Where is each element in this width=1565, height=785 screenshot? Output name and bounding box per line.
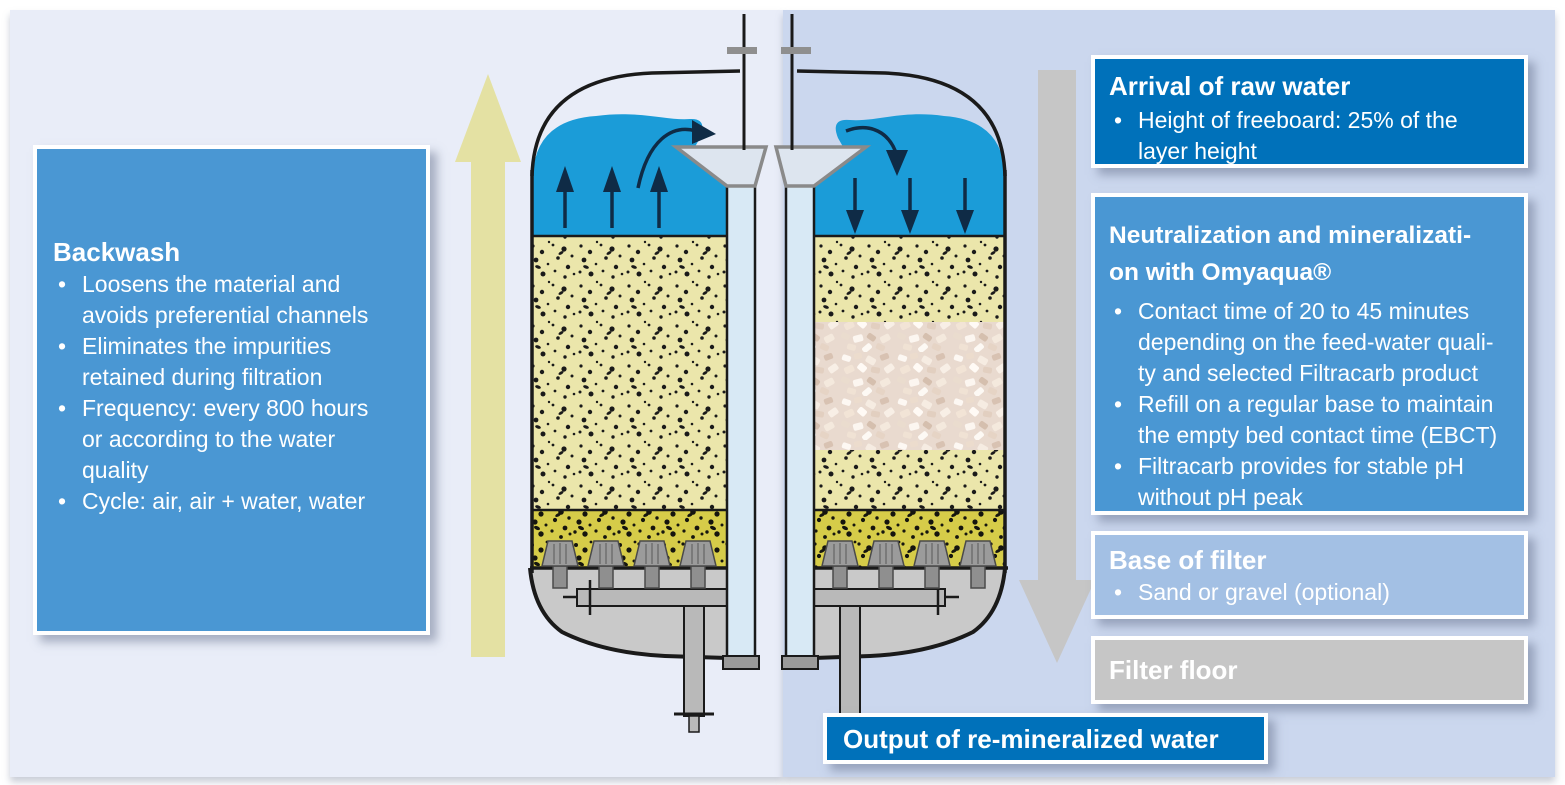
list-item: Refill on a regular base to maintain the… bbox=[1109, 389, 1518, 451]
filter-media-layer-lower bbox=[814, 450, 1005, 510]
list-item: Frequency: every 800 hours or according … bbox=[53, 393, 410, 486]
arrival-title: Arrival of raw water bbox=[1109, 71, 1351, 101]
filtration-vessel bbox=[773, 14, 1008, 717]
drain-piping bbox=[563, 580, 728, 733]
distribution-funnel bbox=[773, 145, 872, 188]
list-item: Contact time of 20 to 45 minutes dependi… bbox=[1109, 296, 1518, 389]
output-infobox: Output of re-mineralized water bbox=[823, 713, 1268, 764]
backwash-bullet-list: Loosens the material and avoids preferen… bbox=[53, 269, 410, 517]
list-item: Loosens the material and avoids preferen… bbox=[53, 269, 410, 331]
neutralization-infobox: Neutralization and mineralizati- on with… bbox=[1091, 193, 1528, 515]
arrival-of-raw-water-infobox: Arrival of raw water Height of freeboard… bbox=[1091, 55, 1528, 168]
filter-media-layer bbox=[533, 236, 727, 510]
backwash-flow-arrows bbox=[556, 120, 716, 228]
filter-floor-infobox: Filter floor bbox=[1091, 636, 1528, 704]
base-of-filter-title: Base of filter bbox=[1109, 545, 1267, 575]
list-item: Filtracarb provides for stable pH withou… bbox=[1109, 451, 1518, 513]
base-of-filter-bullet-list: Sand or gravel (optional) bbox=[1109, 577, 1518, 608]
output-label: Output of re-mineralized water bbox=[843, 724, 1219, 754]
filter-nozzles bbox=[821, 540, 997, 589]
backwash-infobox: Backwash Loosens the material and avoids… bbox=[33, 145, 430, 635]
backwash-title: Backwash bbox=[53, 237, 181, 267]
outlet-piping bbox=[813, 580, 959, 717]
water-layer bbox=[814, 114, 1005, 238]
filter-floor-title: Filter floor bbox=[1109, 655, 1238, 685]
base-of-filter-infobox: Base of filter Sand or gravel (optional) bbox=[1091, 531, 1528, 619]
water-layer bbox=[533, 114, 727, 238]
arrival-bullet-list: Height of freeboard: 25% of the layer he… bbox=[1109, 105, 1518, 167]
backwash-vessel bbox=[528, 14, 769, 733]
list-item: Cycle: air, air + water, water bbox=[53, 486, 410, 517]
filter-nozzles bbox=[541, 540, 717, 589]
filter-media-layer bbox=[814, 236, 1005, 322]
filtration-down-arrow-icon bbox=[1019, 70, 1095, 663]
backwash-up-arrow-icon bbox=[455, 74, 521, 657]
downcomer-pipe bbox=[725, 184, 757, 662]
vessel-dome bbox=[530, 69, 741, 177]
neutralization-bullet-list: Contact time of 20 to 45 minutes dependi… bbox=[1109, 296, 1518, 513]
list-item: Sand or gravel (optional) bbox=[1109, 577, 1518, 608]
collection-funnel bbox=[670, 145, 769, 188]
list-item: Eliminates the impurities retained durin… bbox=[53, 331, 410, 393]
neutralization-title: Neutralization and mineralizati- on with… bbox=[1109, 222, 1472, 286]
downcomer-pipe bbox=[784, 184, 816, 662]
vessel-dome bbox=[796, 69, 1007, 177]
omyaqua-gravel-layer bbox=[814, 322, 1005, 450]
list-item: Height of freeboard: 25% of the layer he… bbox=[1109, 105, 1518, 167]
filtration-flow-arrows bbox=[845, 126, 974, 234]
